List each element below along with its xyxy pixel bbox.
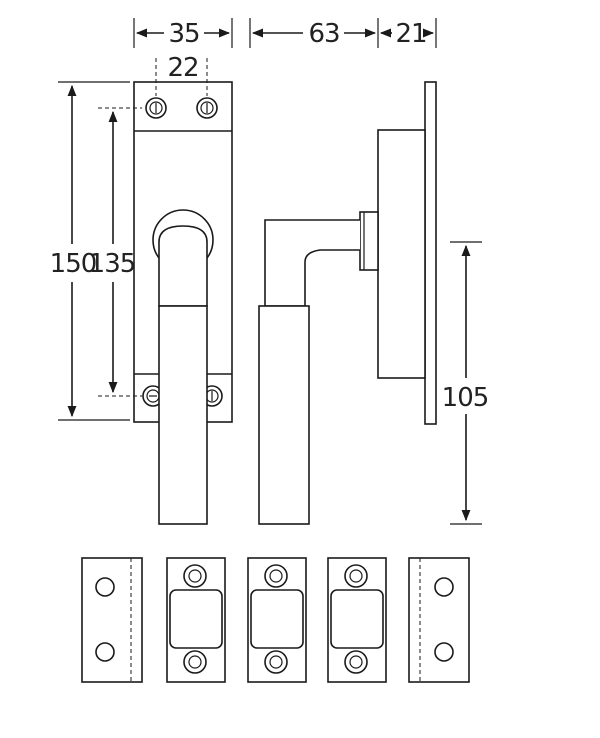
dim-label-21: 21 <box>395 19 426 49</box>
side-backplate <box>424 81 437 425</box>
dim-label-63: 63 <box>308 19 339 49</box>
side-handle-grip <box>258 305 310 525</box>
dim-label-22: 22 <box>167 53 198 83</box>
dim-label-105: 105 <box>442 383 489 413</box>
plate-side-left <box>81 557 143 683</box>
dim-label-150: 150 <box>50 249 97 279</box>
side-view <box>258 81 437 525</box>
front-view <box>133 81 233 525</box>
side-rose <box>377 129 426 379</box>
dim-label-135: 135 <box>89 249 136 279</box>
front-screw-top-left <box>145 97 167 119</box>
front-handle-grip <box>158 305 208 525</box>
front-handle-neck <box>158 225 208 307</box>
side-collar <box>359 211 379 271</box>
dim-label-35: 35 <box>168 19 199 49</box>
dimension-lines <box>58 18 482 525</box>
side-handle-lever <box>264 219 360 307</box>
plate-front-1 <box>166 557 226 683</box>
plate-front-3 <box>327 557 387 683</box>
front-screw-top-right <box>196 97 218 119</box>
plate-front-2 <box>247 557 307 683</box>
plate-side-right <box>408 557 470 683</box>
